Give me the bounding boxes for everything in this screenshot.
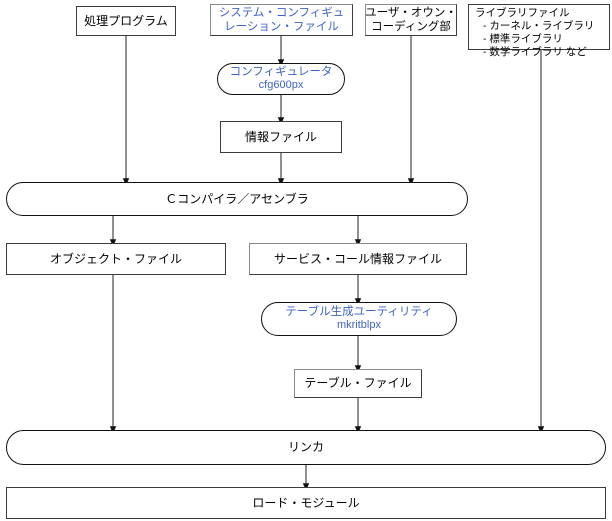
processing-program-label: 処理プログラム <box>84 13 168 28</box>
node-service-call-info-file[interactable]: サービス・コール情報ファイル <box>249 243 467 275</box>
library-file-title: ライブラリファイル <box>475 7 570 19</box>
node-configurator[interactable]: コンフィギュレータ cfg600px <box>217 63 345 95</box>
information-file-label: 情報ファイル <box>244 129 317 144</box>
c-compiler-assembler-label: Ｃコンパイラ／アセンブラ <box>165 191 309 206</box>
node-table-file[interactable]: テーブル・ファイル <box>294 369 422 398</box>
user-own-coding-label-line1: ユーザ・オウン・ <box>365 6 457 19</box>
node-load-module[interactable]: ロード・モジュール <box>6 487 606 519</box>
load-module-label: ロード・モジュール <box>252 495 360 510</box>
node-c-compiler-assembler[interactable]: Ｃコンパイラ／アセンブラ <box>6 182 468 216</box>
configurator-command: cfg600px <box>258 79 304 92</box>
node-object-file[interactable]: オブジェクト・ファイル <box>6 243 226 275</box>
node-information-file[interactable]: 情報ファイル <box>220 121 342 153</box>
table-file-label: テーブル・ファイル <box>304 376 412 390</box>
node-user-own-coding[interactable]: ユーザ・オウン・ コーディング部 <box>365 4 457 36</box>
user-own-coding-label-line2: コーディング部 <box>371 21 451 33</box>
table-generation-utility-name: テーブル生成ユーティリティ <box>285 305 433 318</box>
configurator-name: コンフィギュレータ <box>229 65 333 78</box>
service-call-info-file-label: サービス・コール情報ファイル <box>273 251 442 266</box>
node-system-config-file[interactable]: システム・コンフィギュ レーション・ファイル <box>210 4 353 36</box>
table-generation-utility-command: mkritblpx <box>336 319 381 332</box>
node-table-generation-utility[interactable]: テーブル生成ユーティリティ mkritblpx <box>261 302 457 336</box>
node-library-file[interactable]: ライブラリファイル - カーネル・ライブラリ - 標準ライブラリ - 数学ライブ… <box>468 4 610 58</box>
library-file-item-math: - 数学ライブラリ など <box>483 46 587 59</box>
library-file-item-kernel: - カーネル・ライブラリ <box>483 20 595 33</box>
node-linker[interactable]: リンカ <box>6 430 606 465</box>
library-file-item-standard: - 標準ライブラリ <box>483 33 563 46</box>
object-file-label: オブジェクト・ファイル <box>49 251 182 266</box>
system-config-file-label-line1: システム・コンフィギュ <box>218 6 345 19</box>
node-processing-program[interactable]: 処理プログラム <box>76 6 176 36</box>
system-config-file-label-line2: レーション・ファイル <box>224 21 339 33</box>
linker-label: リンカ <box>287 440 324 454</box>
